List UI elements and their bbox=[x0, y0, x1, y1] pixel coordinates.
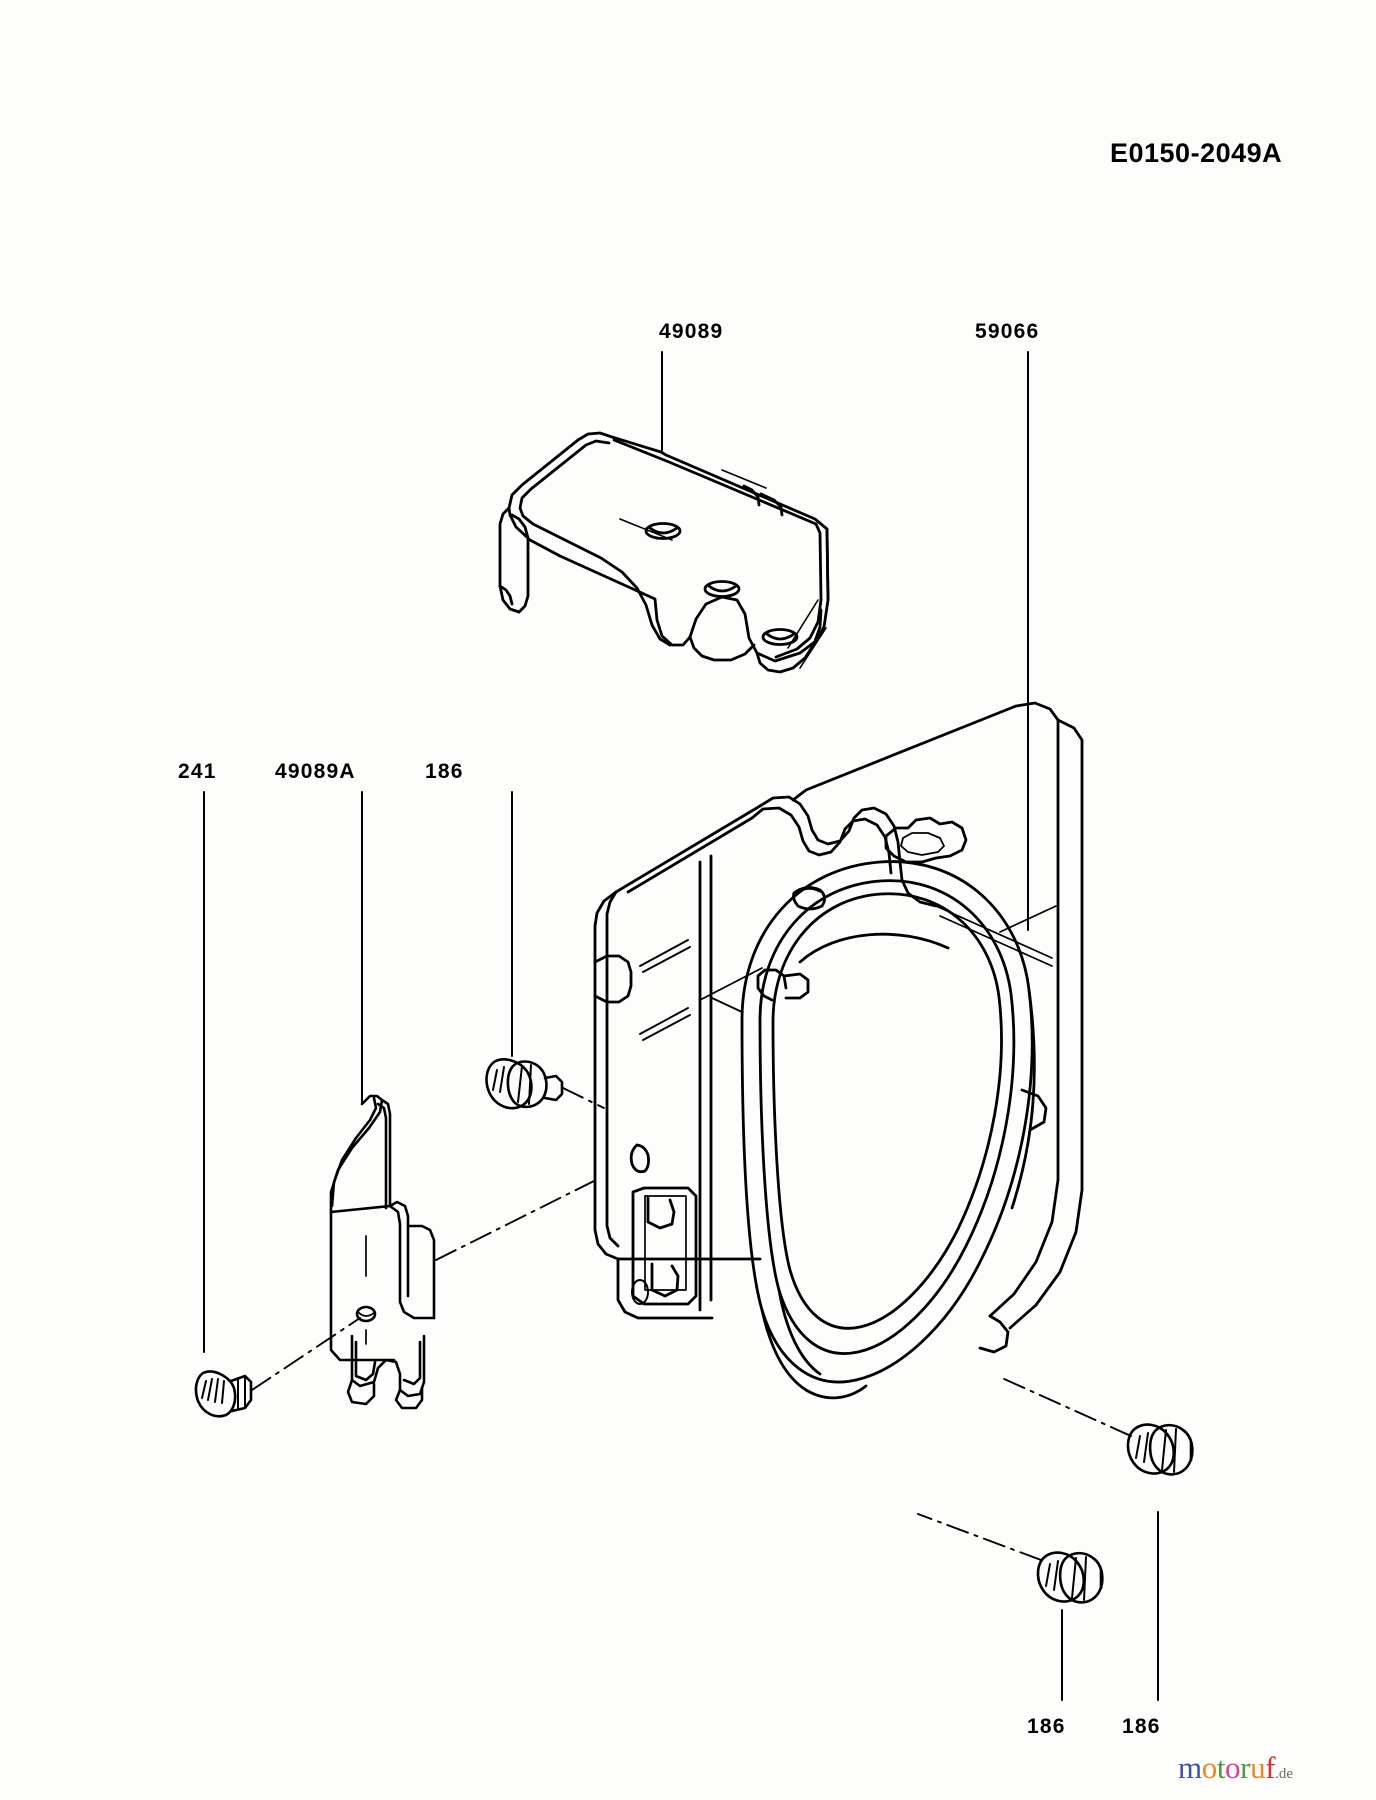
part-186-bolt-bottom-center bbox=[917, 1513, 1104, 1604]
part-49089-heat-shield bbox=[498, 431, 830, 674]
watermark-letter-o1: o bbox=[1201, 1750, 1218, 1785]
part-label-241: 241 bbox=[178, 760, 217, 783]
watermark-letter-m: m bbox=[1178, 1750, 1202, 1785]
motoruf-watermark: motoruf.de bbox=[1178, 1752, 1293, 1783]
part-label-186-top: 186 bbox=[425, 760, 464, 783]
watermark-letter-o2: o bbox=[1225, 1750, 1241, 1785]
watermark-letter-t: t bbox=[1216, 1750, 1226, 1785]
part-186-bolt-bottom-right bbox=[1001, 1377, 1194, 1476]
watermark-letter-u: u bbox=[1250, 1750, 1266, 1785]
part-label-49089: 49089 bbox=[659, 320, 724, 343]
watermark-letter-r: r bbox=[1240, 1750, 1251, 1785]
leader-lines bbox=[203, 351, 1159, 1701]
part-59066-fan-housing bbox=[593, 701, 1084, 1400]
part-241-bolt bbox=[194, 1317, 361, 1418]
assembly-leader-dashdot bbox=[435, 1179, 597, 1261]
part-label-49089A: 49089A bbox=[275, 760, 356, 783]
diagram-title: E0150-2049A bbox=[1110, 138, 1283, 168]
part-186-bolt-top bbox=[485, 1058, 605, 1110]
part-label-186-bottom-right: 186 bbox=[1122, 1715, 1161, 1738]
part-label-186-bottom-center: 186 bbox=[1027, 1715, 1066, 1738]
part-49089A-bracket bbox=[329, 1094, 436, 1410]
watermark-letter-f: f bbox=[1265, 1750, 1276, 1785]
watermark-suffix: .de bbox=[1275, 1766, 1294, 1782]
part-label-59066: 59066 bbox=[975, 320, 1040, 343]
